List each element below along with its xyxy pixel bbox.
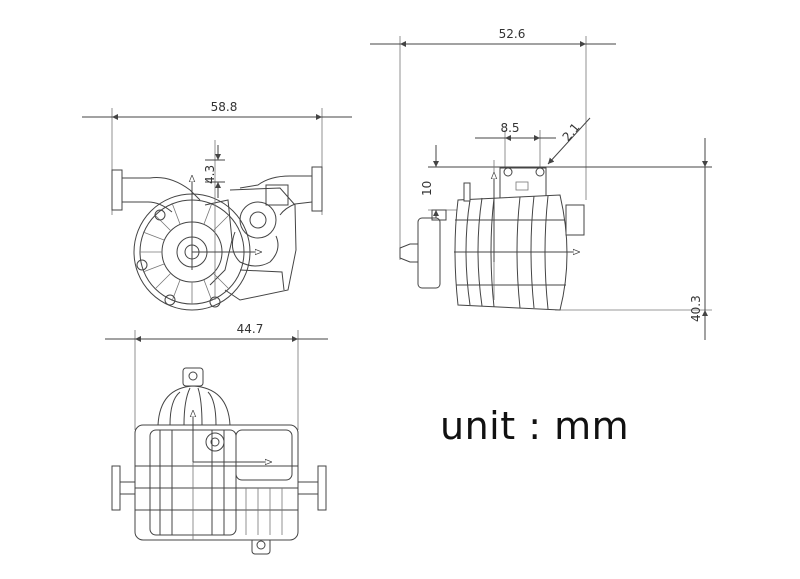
dim-top-width: 44.7 bbox=[237, 322, 264, 336]
dim-front-width: 58.8 bbox=[211, 100, 238, 114]
front-view: 58.8 bbox=[82, 100, 352, 311]
dim-side-height: 40.3 bbox=[689, 295, 703, 322]
dim-side-hole: 2.1 bbox=[560, 120, 583, 144]
dim-front-offset: 4.3 bbox=[203, 165, 217, 184]
dim-side-width: 52.6 bbox=[499, 27, 526, 41]
unit-label: unit : mm bbox=[440, 404, 630, 448]
top-view: 44.7 bbox=[105, 322, 328, 555]
dim-side-spacing: 8.5 bbox=[500, 121, 519, 135]
side-view: 52.6 8.5 2.1 10 40.3 bbox=[370, 27, 712, 340]
dim-side-top: 10 bbox=[420, 181, 434, 196]
